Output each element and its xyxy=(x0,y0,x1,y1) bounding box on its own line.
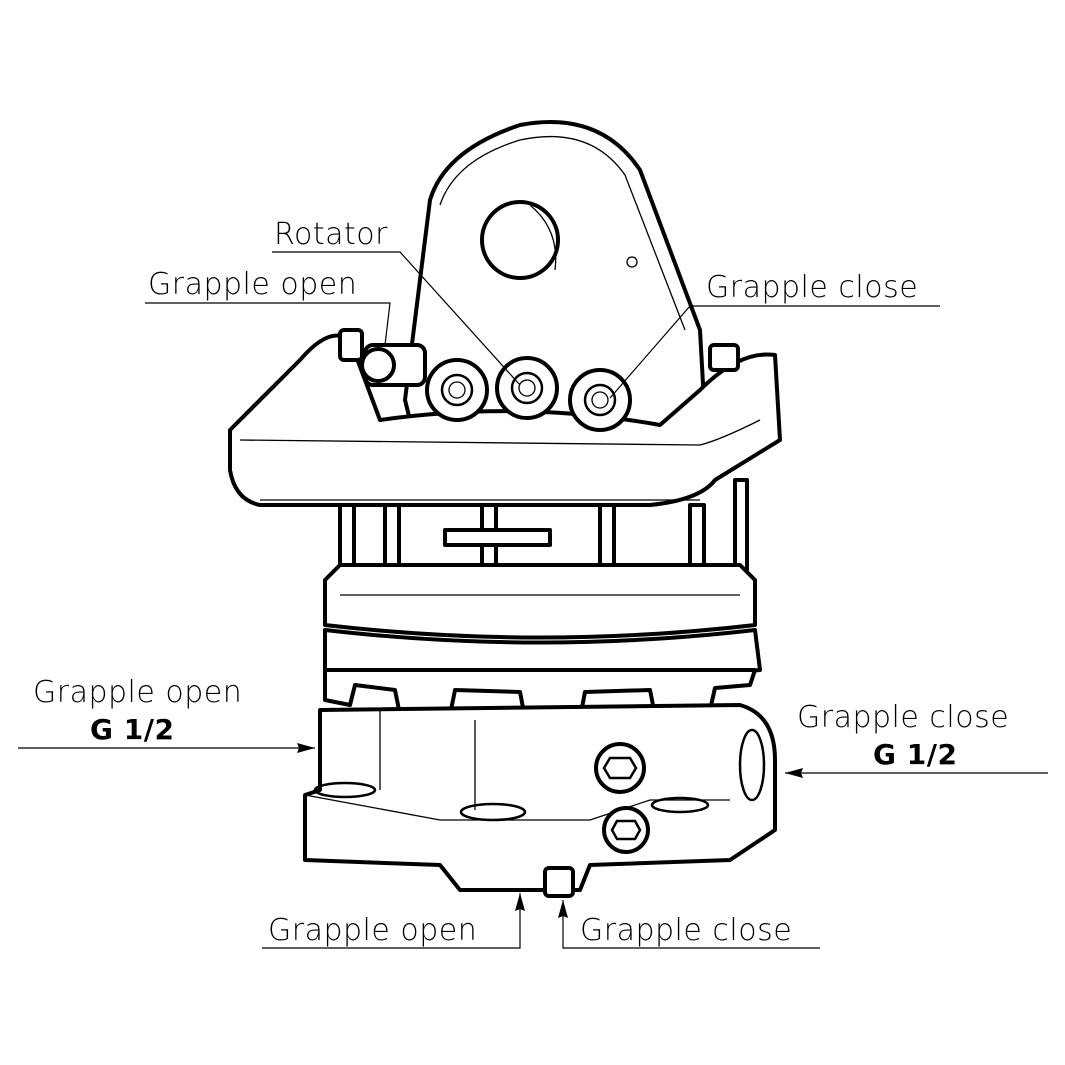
fitting-rotator xyxy=(495,356,559,420)
label-right-grapple-close: Grapple close xyxy=(797,700,1010,735)
label-top-grapple-close: Grapple close xyxy=(706,270,919,305)
base-block xyxy=(303,703,777,898)
fitting-grapple-open xyxy=(360,343,427,387)
bolt-head-left xyxy=(338,328,364,362)
label-bottom-grapple-close: Grapple close xyxy=(580,913,793,948)
leader-lines xyxy=(18,251,1048,949)
label-rotator: Rotator xyxy=(274,217,388,252)
top-plate xyxy=(228,328,782,507)
label-right-thread: G 1/2 xyxy=(873,738,958,771)
label-top-grapple-open: Grapple open xyxy=(148,267,358,302)
fitting-1 xyxy=(425,358,489,422)
bearing-ring xyxy=(323,563,762,682)
label-left-thread: G 1/2 xyxy=(90,713,175,746)
mounting-lug xyxy=(403,120,707,432)
label-left-grapple-open: Grapple open xyxy=(33,675,243,710)
label-bottom-grapple-open: Grapple open xyxy=(268,913,478,948)
bolt-head-right xyxy=(708,343,740,372)
fitting-grapple-close xyxy=(568,368,632,432)
